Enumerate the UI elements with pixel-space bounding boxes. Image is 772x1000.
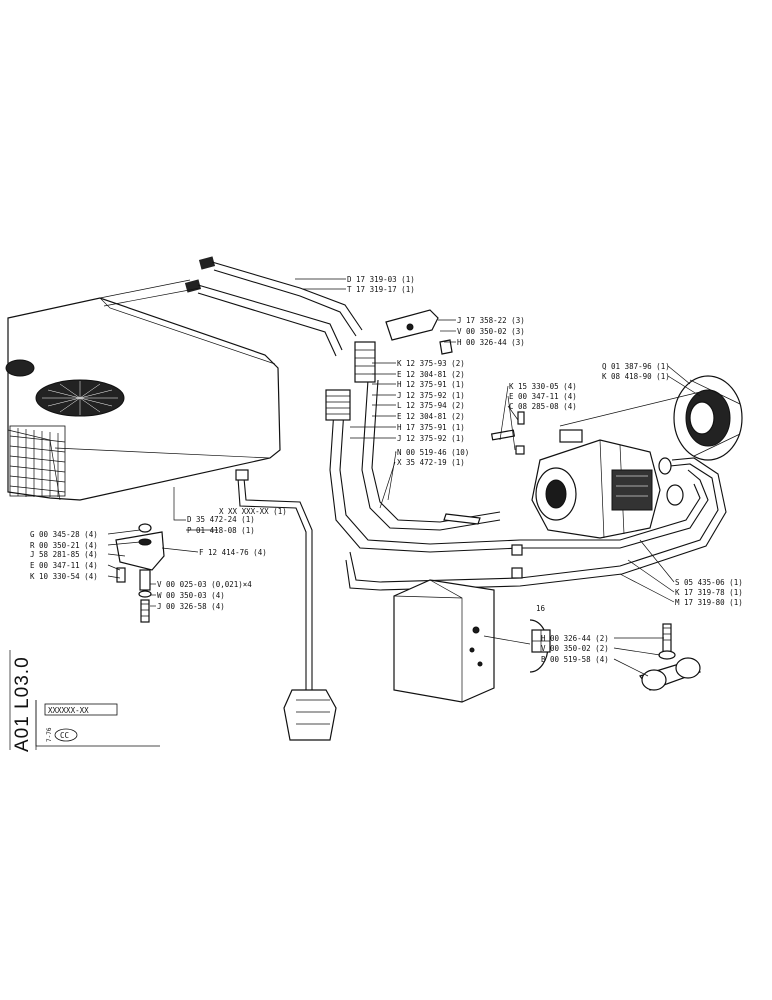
label-X-XX: X XX XXX-XX (1) — [219, 507, 287, 516]
label-G-00-345-28: G 00 345-28 (4) — [30, 530, 98, 539]
label-J-12-375-92-b: J 12 375-92 (1) — [397, 434, 465, 443]
label-P-01-418-08: P 01 418-08 (1) — [187, 526, 255, 535]
hose-lines — [325, 341, 727, 591]
fan-icon-small — [5, 359, 35, 377]
label-D-35-472-24: D 35 472-24 (1) — [187, 515, 255, 524]
wiring-harness — [235, 469, 337, 741]
label-K-17-319-78: K 17 319-78 (1) — [675, 588, 743, 597]
bolt-assembly — [115, 523, 165, 623]
label-X-35-472-19: X 35 472-19 (1) — [397, 458, 465, 467]
sheet-ref-box: XXXXXX-XX — [48, 706, 89, 715]
sheet-date: 7-76 — [46, 727, 53, 742]
label-W-00-350-03: W 00 350-03 (4) — [157, 591, 225, 600]
condenser-grille — [9, 425, 66, 497]
label-J-00-326-58: J 00 326-58 (4) — [157, 602, 225, 611]
sheet-code: A01 L03.0 — [12, 656, 33, 752]
switch-detail — [483, 619, 551, 673]
pipe-fittings — [99, 256, 363, 357]
condenser-unit — [5, 297, 281, 501]
label-K-15-330-05: K 15 330-05 (4) — [509, 382, 577, 391]
compressor — [531, 429, 684, 539]
label-K-10-330-54: K 10 330-54 (4) — [30, 572, 98, 581]
electrical-box — [393, 579, 495, 703]
label-H-12-375-91: H 12 375-91 (1) — [397, 380, 465, 389]
label-H-17-375-91: H 17 375-91 (1) — [397, 423, 465, 432]
label-E-12-304-81-b: E 12 304-81 (2) — [397, 412, 465, 421]
label-H-00-326-44-3: H 00 326-44 (3) — [457, 338, 525, 347]
label-R-00-350-21: R 00 350-21 (4) — [30, 541, 98, 550]
label-small-number: 16 — [536, 604, 546, 613]
label-K-12-375-93: K 12 375-93 (2) — [397, 359, 465, 368]
clutch-pulley — [673, 375, 743, 461]
label-B-00-519-58: B 00 519-58 (4) — [541, 655, 609, 664]
label-J-12-375-92: J 12 375-92 (1) — [397, 391, 465, 400]
label-V-00-350-02-2: V 00 350-02 (2) — [541, 644, 609, 653]
label-K-08-418-90: K 08 418-90 (1) — [602, 372, 670, 381]
label-N-00-519-46: N 00 519-46 (10) — [397, 448, 469, 457]
label-F-12-414-76: F 12 414-76 (4) — [199, 548, 267, 557]
label-V-00-025-03: V 00 025-03 (0,021)×4 — [157, 580, 252, 589]
pipe-clamp — [639, 623, 701, 691]
sheet-stamp: CC — [60, 731, 69, 740]
label-Q-01-387-96: Q 01 387-96 (1) — [602, 362, 670, 371]
label-H-00-326-44-2: H 00 326-44 (2) — [541, 634, 609, 643]
part-labels: D 17 319-03 (1) T 17 319-17 (1) J 17 358… — [30, 275, 743, 664]
label-S-05-435-06: S 05 435-06 (1) — [675, 578, 743, 587]
label-J-17-358-22: J 17 358-22 (3) — [457, 316, 525, 325]
fan-icon — [35, 379, 125, 417]
label-V-00-350-02-3: V 00 350-02 (3) — [457, 327, 525, 336]
left-strip — [9, 650, 160, 750]
label-E-00-347-11-4: E 00 347-11 (4) — [509, 392, 577, 401]
leader-lines — [107, 278, 701, 677]
label-M-17-319-80: M 17 319-80 (1) — [675, 598, 743, 607]
label-L-12-375-94: L 12 375-94 (2) — [397, 401, 465, 410]
label-J-58-281-85: J 58 281-85 (4) — [30, 550, 98, 559]
small-bolts — [443, 411, 525, 525]
label-E-00-347-11-b: E 00 347-11 (4) — [30, 561, 98, 570]
label-D-17-319-03: D 17 319-03 (1) — [347, 275, 415, 284]
mounting-bracket — [385, 309, 453, 355]
label-T-17-319-17: T 17 319-17 (1) — [347, 285, 415, 294]
sheet-info: A01 L03.0 XXXXXX-XX 7-76 CC — [12, 656, 89, 752]
label-C-08-285-08: C 08 285-08 (4) — [509, 402, 577, 411]
label-E-12-304-81-a: E 12 304-81 (2) — [397, 370, 465, 379]
